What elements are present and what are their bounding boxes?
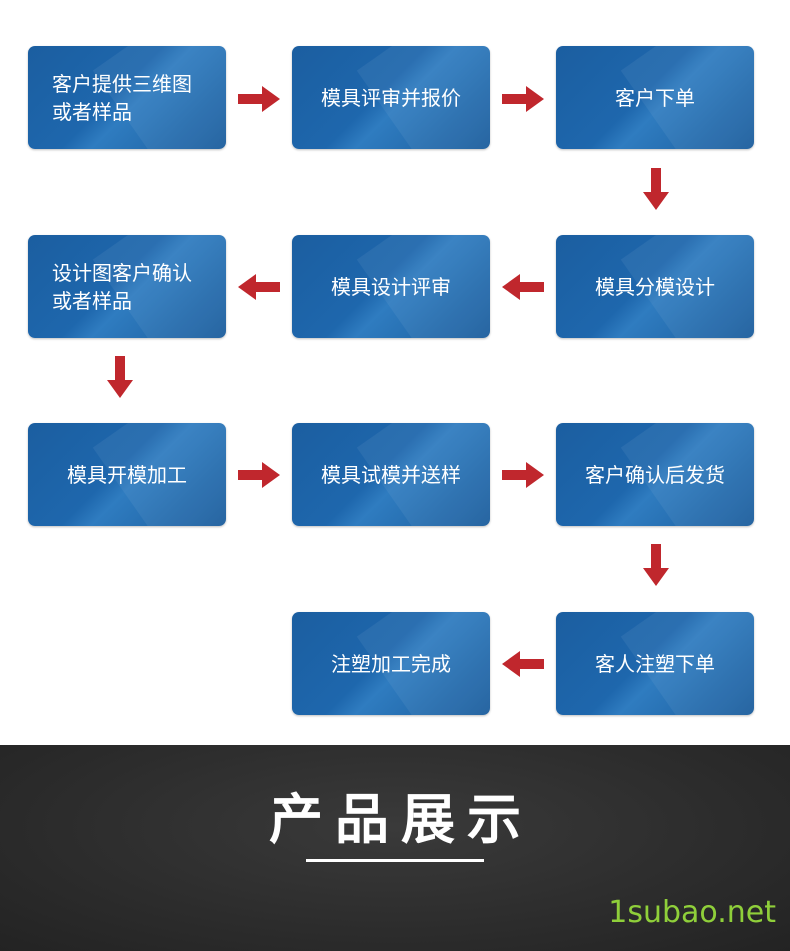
step-2-box: 模具评审并报价: [292, 46, 490, 149]
arrow-left-icon: [238, 274, 280, 300]
step-10-label: 客人注塑下单: [595, 651, 715, 676]
step-8-label: 模具试模并送样: [321, 462, 461, 487]
step-8-box: 模具试模并送样: [292, 423, 490, 526]
step-2-label: 模具评审并报价: [321, 85, 461, 110]
step-7-box: 模具开模加工: [28, 423, 226, 526]
step-5-box: 模具设计评审: [292, 235, 490, 338]
product-showcase-banner: [0, 745, 790, 951]
step-4-box: 模具分模设计: [556, 235, 754, 338]
arrow-down-icon: [643, 168, 669, 210]
arrow-right-icon: [238, 86, 280, 112]
step-11-box: 注塑加工完成: [292, 612, 490, 715]
step-9-box: 客户确认后发货: [556, 423, 754, 526]
arrow-left-icon: [502, 274, 544, 300]
banner-title: 产品展示: [269, 788, 533, 851]
step-11-label: 注塑加工完成: [331, 651, 451, 676]
arrow-down-icon: [107, 356, 133, 398]
step-3-label: 客户下单: [615, 85, 695, 110]
step-10-box: 客人注塑下单: [556, 612, 754, 715]
arrow-right-icon: [238, 462, 280, 488]
step-6-box: 设计图客户确认 或者样品: [28, 235, 226, 338]
arrow-right-icon: [502, 86, 544, 112]
step-6-label: 设计图客户确认 或者样品: [52, 260, 192, 313]
step-1-label: 客户提供三维图 或者样品: [52, 71, 192, 124]
watermark: 1subao.net: [608, 895, 776, 930]
step-5-label: 模具设计评审: [331, 274, 451, 299]
arrow-down-icon: [643, 544, 669, 586]
step-9-label: 客户确认后发货: [585, 462, 725, 487]
arrow-left-icon: [502, 651, 544, 677]
step-4-label: 模具分模设计: [595, 274, 715, 299]
step-1-box: 客户提供三维图 或者样品: [28, 46, 226, 149]
arrow-right-icon: [502, 462, 544, 488]
step-3-box: 客户下单: [556, 46, 754, 149]
step-7-label: 模具开模加工: [67, 462, 187, 487]
process-flow: 客户提供三维图 或者样品 模具评审并报价 客户下单 模具分模设计 模具设计评审 …: [0, 0, 790, 745]
banner-underline: [306, 859, 484, 862]
